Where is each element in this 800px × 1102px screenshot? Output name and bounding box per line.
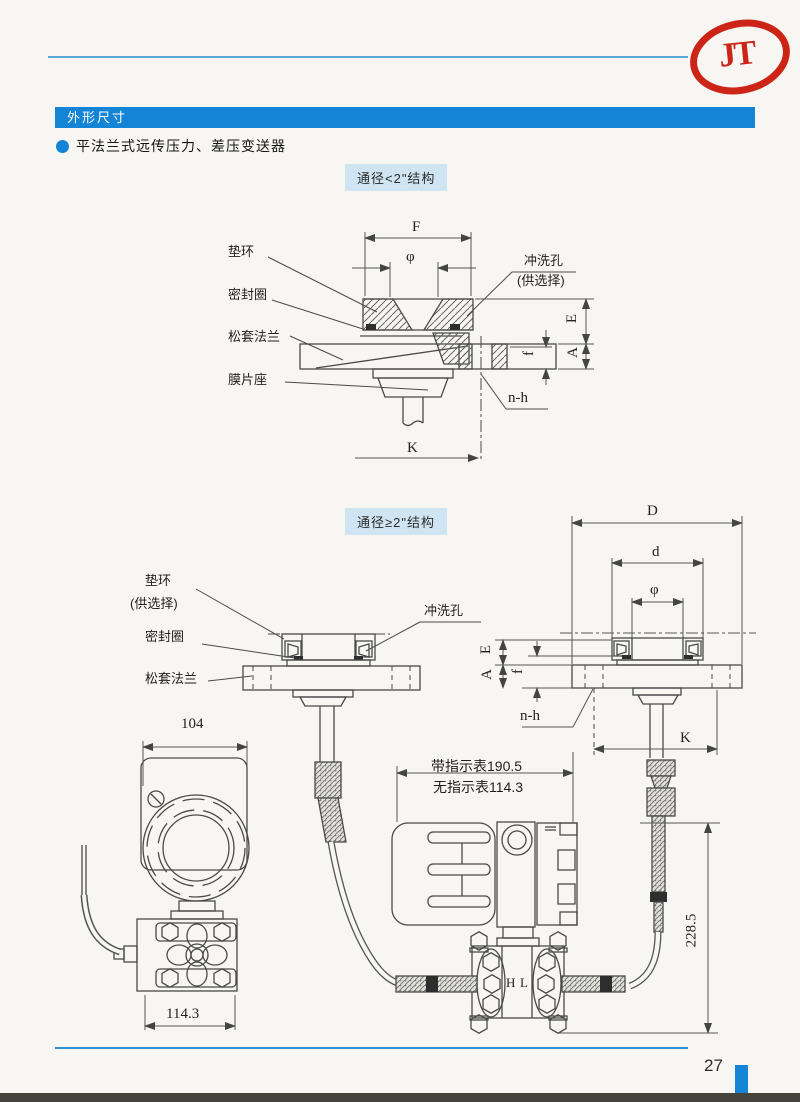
page-number: 27: [704, 1056, 723, 1075]
label-flush-hole-s1: 冲洗孔: [524, 253, 564, 268]
dim-A-s1: A: [564, 347, 581, 358]
logo-ellipse-icon: [690, 19, 790, 95]
page-number-bar: [735, 1065, 748, 1097]
dim-A-s2: A: [478, 669, 495, 680]
label-seal-s2: 密封圈: [145, 629, 185, 644]
dim-K-s2: K: [680, 730, 691, 746]
dim-nh-s2: n-h: [520, 708, 540, 724]
top-rule: [48, 56, 688, 58]
product-title-row: 平法兰式远传压力、差压变送器: [56, 137, 286, 155]
dim-E-s1: E: [564, 313, 581, 324]
dim-E-s2: E: [478, 644, 495, 655]
label-flush-hole-s2: 冲洗孔: [424, 603, 464, 618]
bottom-rule: [55, 1047, 688, 1049]
label-washer-s2: 垫环: [145, 573, 172, 588]
dim-104: 104: [181, 716, 204, 732]
structure-label-lt2: 通径<2"结构: [345, 164, 448, 191]
dim-without-indicator: 无指示表114.3: [433, 779, 523, 795]
product-title: 平法兰式远传压力、差压变送器: [76, 138, 286, 154]
dim-114-3: 114.3: [166, 1006, 200, 1022]
dim-D: D: [647, 503, 658, 519]
dim-228-5: 228.5: [683, 913, 700, 948]
jt-logo: JT: [686, 18, 794, 98]
dim-phi-s1: φ: [406, 249, 415, 265]
structure-label-ge2: 通径≥2"结构: [345, 508, 447, 535]
scan-edge: [0, 1093, 800, 1102]
dim-F: F: [412, 219, 421, 235]
dim-phi-s2: φ: [650, 582, 659, 598]
bullet-icon: [56, 139, 69, 153]
section-title: 外形尺寸: [67, 110, 128, 125]
label-flush-optional-s1: (供选择): [517, 273, 565, 288]
dim-f-s2: f: [510, 669, 526, 674]
label-loose-flange-s1: 松套法兰: [228, 329, 281, 344]
dim-K-s1: K: [407, 440, 418, 456]
label-washer-s1: 垫环: [228, 244, 255, 259]
dim-with-indicator: 带指示表190.5: [431, 758, 523, 774]
label-washer-optional-s2: (供选择): [130, 596, 178, 611]
label-diaphragm-seat-s1: 膜片座: [228, 372, 268, 387]
section-header-bar: 外形尺寸: [55, 107, 755, 128]
drawing-lines: [80, 232, 756, 1034]
dim-f-s1: f: [521, 351, 537, 356]
dim-nh-s1: n-h: [508, 390, 528, 406]
label-loose-flange-s2: 松套法兰: [145, 671, 198, 686]
port-label-h: H: [506, 975, 516, 990]
dim-d: d: [652, 544, 660, 560]
port-label-l: L: [520, 975, 528, 990]
label-seal-s1: 密封圈: [228, 287, 268, 302]
